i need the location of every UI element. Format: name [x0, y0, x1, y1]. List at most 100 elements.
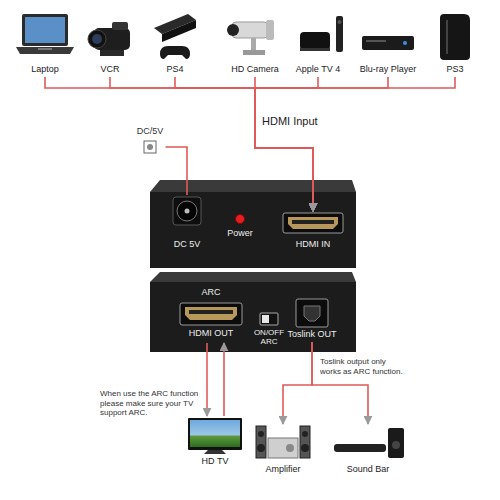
camera-icon [227, 20, 274, 55]
camera-icon [266, 20, 274, 40]
device-label: Sound Bar [347, 464, 390, 475]
device-icon: HD Camera [229, 8, 281, 77]
ps3-icon [440, 14, 470, 60]
hdmi-in-socket [283, 213, 343, 233]
hdmi-out-socket [180, 303, 242, 325]
port-label: HDMI OUT [189, 328, 234, 339]
laptop-icon [16, 14, 74, 54]
hdmi-out-port: ARC HDMI OUT [187, 287, 236, 343]
soundbar-icon [392, 441, 400, 449]
device-label: HD Camera [231, 64, 279, 75]
laptop-icon [25, 17, 65, 43]
camcorder-icon [88, 22, 130, 56]
power-led [236, 215, 245, 224]
toslink-socket [304, 306, 320, 321]
laptop-icon [22, 14, 68, 46]
arc-return-line [223, 343, 225, 416]
apple-tv-icon [336, 16, 343, 52]
camcorder-icon [88, 30, 106, 48]
camcorder-icon [100, 50, 124, 56]
hdmi-out-socket [189, 310, 233, 314]
camcorder-icon [92, 34, 102, 44]
amplifier-icon [256, 426, 310, 458]
hdmi-signal-line [45, 77, 313, 211]
bluray-icon [366, 40, 386, 42]
port-label: Toslink OUT [287, 329, 336, 340]
dc-jack [185, 209, 190, 214]
device-icon: VCR [95, 8, 125, 77]
laptop-icon [38, 48, 52, 50]
camera-icon [251, 38, 256, 50]
hdmi-in-socket [283, 213, 343, 233]
tv-icon [190, 420, 240, 447]
tv-icon [204, 450, 226, 454]
camera-icon [243, 50, 265, 55]
bluray-icon [362, 36, 414, 50]
power-led [236, 215, 245, 224]
camcorder-icon [112, 22, 128, 30]
port-label: ARC [201, 287, 220, 298]
optical-audio-line [283, 342, 312, 424]
arc-switch [260, 313, 278, 325]
power-indicator: Power [225, 212, 255, 240]
dc-jack [173, 197, 201, 225]
output-device: Sound Bar [345, 424, 392, 476]
device-label: PS3 [446, 64, 463, 75]
device-label: PS4 [166, 64, 183, 75]
ps4-icon [160, 46, 190, 59]
port-label: Power [227, 228, 253, 239]
toslink-socket [296, 299, 328, 327]
hdmi-signal-line [175, 77, 313, 211]
amplifier-icon [256, 426, 266, 458]
device-icon: PS3 [440, 8, 470, 77]
supply-label: DC/5V [137, 126, 164, 137]
apple-tv-icon [338, 20, 342, 24]
port-label: DC 5V [174, 239, 201, 250]
amplifier-icon [257, 444, 265, 452]
soundbar-icon [334, 428, 404, 458]
hdmi-out-socket [185, 307, 237, 320]
bluray-icon [362, 36, 414, 50]
optical-audio-line [312, 342, 368, 424]
device-label: Apple TV 4 [296, 64, 340, 75]
ps3-icon [446, 20, 448, 54]
device-icon: Apple TV 4 [294, 8, 343, 77]
ps4-icon [162, 20, 196, 42]
amplifier-icon [301, 444, 309, 452]
ps3-icon [440, 14, 470, 60]
laptop-icon [16, 47, 74, 54]
amplifier-icon [268, 438, 298, 458]
device-label: VCR [100, 64, 119, 75]
port-label: HDMI IN [296, 239, 331, 250]
amplifier-icon [302, 431, 308, 437]
usage-note: When use the ARC function please make su… [100, 389, 200, 418]
device-label: Amplifier [265, 464, 300, 475]
device-label: HD TV [202, 456, 229, 467]
arc-switch [260, 313, 278, 325]
hdmi-signal-line [255, 77, 388, 211]
dc-jack [173, 197, 201, 225]
adapter-symbol [144, 141, 156, 153]
extender-housing [150, 192, 356, 268]
soundbar-icon [388, 428, 404, 458]
hdmi-signal-line [255, 77, 318, 211]
adapter-symbol [144, 141, 156, 153]
toslink-socket [296, 299, 328, 327]
extender-housing [150, 282, 356, 352]
apple-tv-icon [300, 48, 330, 51]
input-caption: HDMI Input [262, 115, 318, 128]
device-icon: Blu-ray Player [358, 8, 419, 77]
hdmi-signal-line [110, 77, 313, 211]
switch-label: ON/OFF ARC [252, 328, 286, 346]
power-adapter: DC/5V [135, 126, 166, 153]
amplifier-icon [300, 426, 310, 458]
extender-housing [150, 180, 356, 192]
hdmi-in-port: HDMI IN [283, 211, 343, 251]
arc-switch [262, 315, 269, 323]
hdmi-in-socket [288, 217, 338, 229]
bluray-icon [403, 41, 407, 45]
camera-icon [227, 24, 239, 36]
hdmi-signal-line [255, 77, 313, 211]
